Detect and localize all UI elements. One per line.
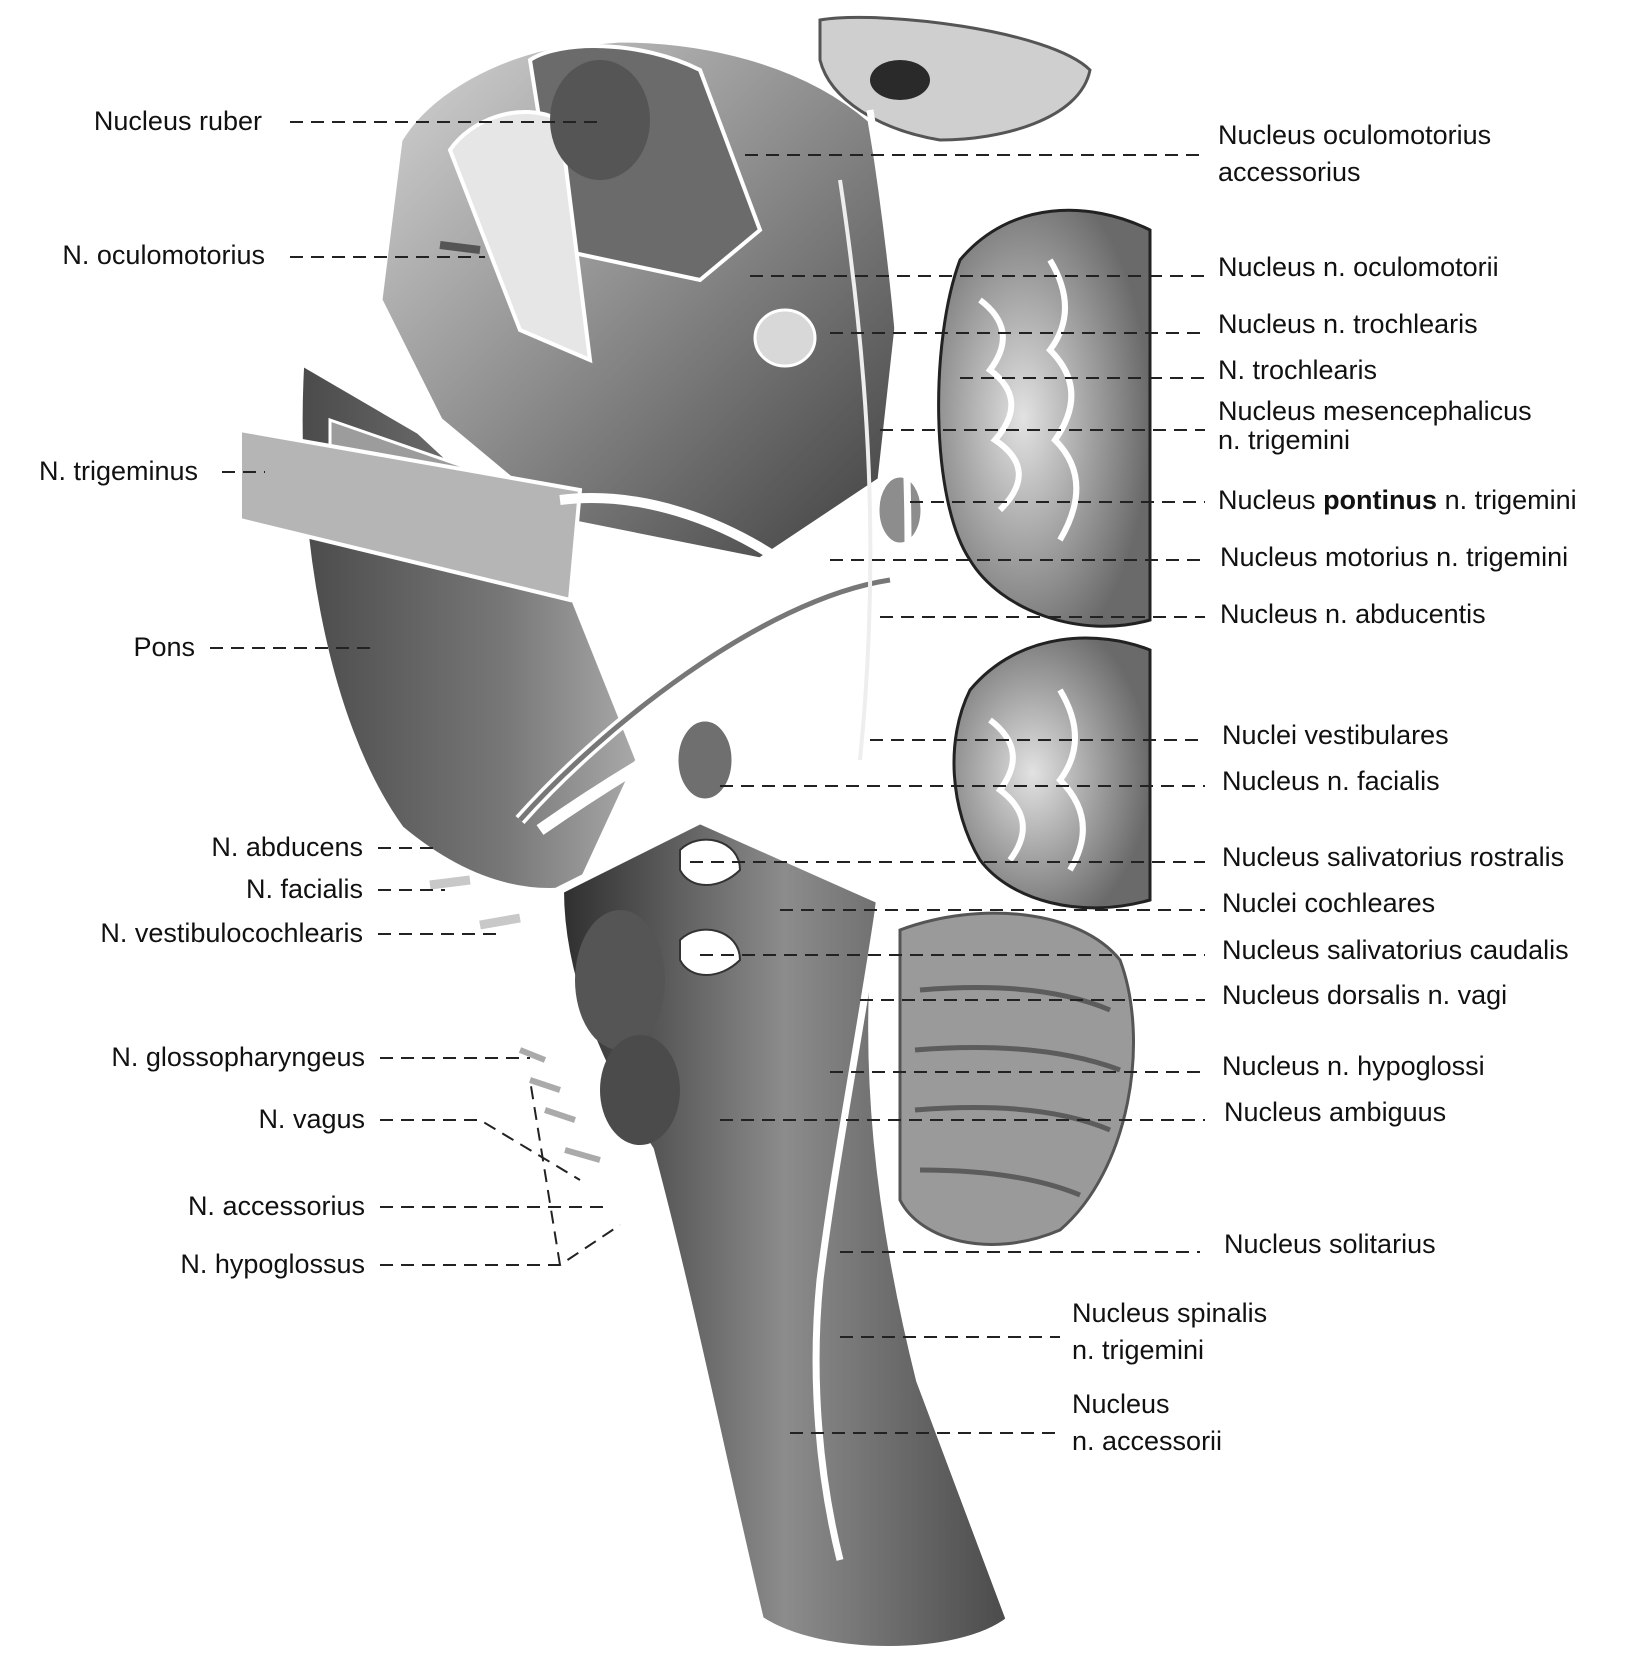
label-nucleus-dorsalis-n-vagi: Nucleus dorsalis n. vagi <box>1222 980 1508 1010</box>
label-nucleus-pontinus: Nucleus pontinus n. trigemini <box>1218 483 1577 517</box>
label-nucleus-mesencephalicus-line1: Nucleus mesencephalicus <box>1218 396 1532 426</box>
label-nucleus-salivatorius-caudalis: Nucleus salivatorius caudalis <box>1222 935 1569 965</box>
midbrain-region <box>377 37 903 563</box>
label-pons: Pons <box>133 632 195 662</box>
label-n-trigeminus: N. trigeminus <box>38 456 198 486</box>
label-n-vagus: N. vagus <box>258 1104 365 1134</box>
cerebellum-lower <box>952 636 1152 910</box>
label-n-oculomotorius: N. oculomotorius <box>62 240 265 270</box>
label-nucleus-ruber: Nucleus ruber <box>93 106 262 136</box>
label-n-accessorius: N. accessorius <box>187 1191 365 1221</box>
nuclei <box>675 308 924 976</box>
label-nucleus-ambiguus: Nucleus ambiguus <box>1224 1097 1447 1127</box>
label-n-vestibulocochlearis: N. vestibulocochlearis <box>100 918 363 948</box>
label-nucleus-salivatorius-rostralis: Nucleus salivatorius rostralis <box>1222 842 1565 872</box>
label-n-hypoglossus: N. hypoglossus <box>180 1249 365 1279</box>
tectum <box>818 15 1092 142</box>
label-nuclei-cochleares: Nuclei cochleares <box>1222 888 1436 918</box>
label-nucleus-pontinus-c: n. trigemini <box>1444 485 1577 515</box>
label-nucleus-pontinus-a: Nucleus <box>1218 485 1316 515</box>
label-nucleus-solitarius: Nucleus solitarius <box>1224 1229 1436 1259</box>
label-nucleus-oculomotorius-accessorius-line1: Nucleus oculomotorius <box>1218 120 1492 150</box>
cerebellar-tonsil <box>898 911 1135 1246</box>
label-n-facialis: N. facialis <box>245 874 363 904</box>
long-tracts <box>812 109 912 1561</box>
label-n-glossopharyngeus: N. glossopharyngeus <box>111 1042 365 1072</box>
medulla-region <box>555 815 1015 1654</box>
trigeminal-root <box>238 427 783 603</box>
label-nucleus-n-hypoglossi: Nucleus n. hypoglossi <box>1222 1051 1485 1081</box>
label-n-abducens: N. abducens <box>211 832 363 862</box>
label-nucleus-n-oculomotorii: Nucleus n. oculomotorii <box>1218 252 1499 282</box>
label-nucleus-mesencephalicus-line2: n. trigemini <box>1218 425 1351 455</box>
label-nucleus-n-facialis: Nucleus n. facialis <box>1222 766 1440 796</box>
label-nucleus-spinalis-line1: Nucleus spinalis <box>1072 1298 1268 1328</box>
nerve-root-stubs <box>429 241 601 1163</box>
label-nucleus-pontinus-b: pontinus <box>1323 485 1438 515</box>
label-nucleus-n-accessorii-line1: Nucleus <box>1072 1389 1170 1419</box>
leader-lines <box>210 121 1205 1434</box>
label-nucleus-n-accessorii-line2: n. accessorii <box>1072 1426 1223 1456</box>
label-n-trochlearis: N. trochlearis <box>1218 355 1378 385</box>
label-nuclei-vestibulares: Nuclei vestibulares <box>1222 720 1449 750</box>
label-nucleus-spinalis-line2: n. trigemini <box>1072 1335 1205 1365</box>
cerebellum-upper <box>937 208 1152 628</box>
label-nucleus-oculomotorius-accessorius-line2: accessorius <box>1218 157 1361 187</box>
label-nucleus-n-abducentis: Nucleus n. abducentis <box>1220 599 1486 629</box>
label-nucleus-n-trochlearis: Nucleus n. trochlearis <box>1218 309 1478 339</box>
label-nucleus-motorius: Nucleus motorius n. trigemini <box>1220 542 1569 572</box>
